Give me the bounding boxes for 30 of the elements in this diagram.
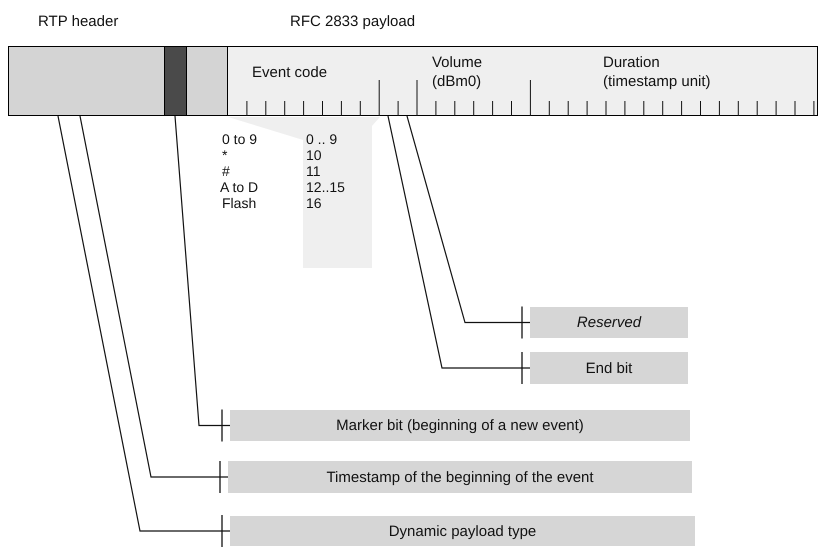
callout-box: Marker bit (beginning of a new event) bbox=[230, 410, 690, 441]
payload-field: Event code bbox=[228, 46, 380, 116]
leader-line bbox=[174, 116, 230, 442]
table-cell: 11 bbox=[306, 163, 321, 180]
callout-box: Dynamic payload type bbox=[230, 516, 695, 546]
table-cell: Flash bbox=[222, 195, 256, 212]
callout-box: End bit bbox=[530, 352, 688, 384]
marker-bit-field bbox=[165, 46, 187, 116]
table-cell: 10 bbox=[306, 147, 322, 164]
section-title: RTP header bbox=[38, 13, 118, 30]
table-cell: 16 bbox=[306, 195, 322, 212]
leader-line bbox=[57, 116, 230, 547]
leader-line bbox=[79, 116, 228, 494]
callout-box: Timestamp of the beginning of the event bbox=[228, 461, 692, 493]
table-cell: A to D bbox=[220, 179, 258, 196]
table-cell: 12..15 bbox=[306, 179, 345, 196]
header-field bbox=[8, 46, 165, 116]
table-cell: 0 .. 9 bbox=[306, 131, 338, 148]
table-cell: 0 to 9 bbox=[222, 131, 258, 148]
bit-field bbox=[399, 46, 417, 116]
table-cell: * bbox=[222, 147, 228, 164]
table-cell: # bbox=[222, 163, 230, 180]
callout-box: Reserved bbox=[530, 307, 688, 338]
payload-field: Volume (dBm0) bbox=[417, 46, 530, 116]
leader-line bbox=[406, 116, 530, 340]
header-field bbox=[187, 46, 228, 116]
bit-field bbox=[380, 46, 399, 116]
leader-line bbox=[387, 116, 530, 385]
payload-field: Duration (timestamp unit) bbox=[530, 46, 818, 116]
section-title: RFC 2833 payload bbox=[290, 13, 416, 30]
